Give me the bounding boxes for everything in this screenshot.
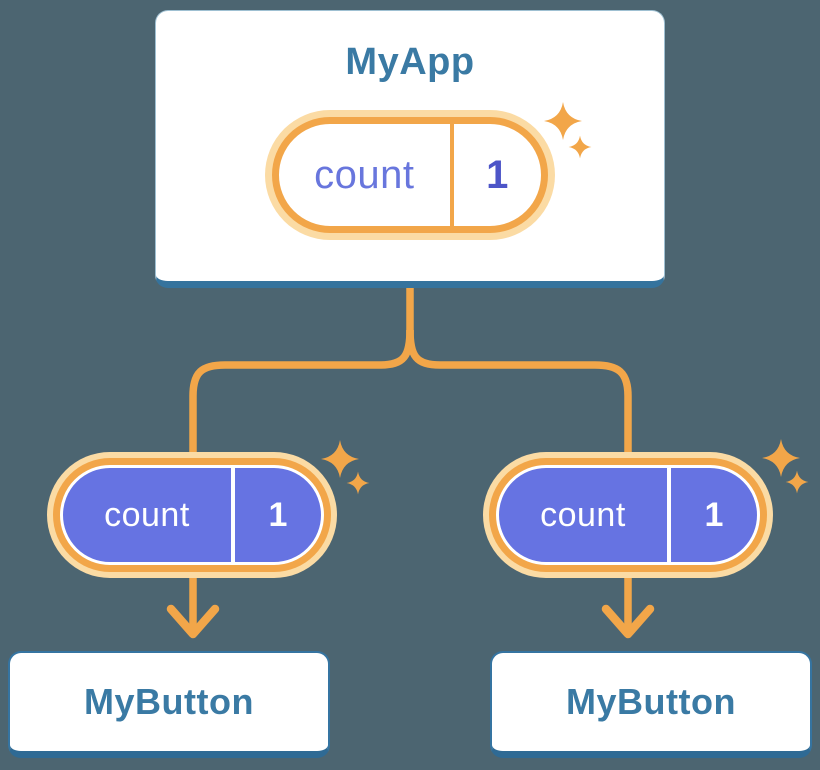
prop-pill-left: count 1 <box>60 465 324 565</box>
arrow-down-icon <box>166 604 220 639</box>
state-pill: count 1 <box>272 117 548 233</box>
state-pill-value: 1 <box>486 152 509 197</box>
state-pill-label-cell: count <box>279 124 450 226</box>
prop-pill-value: 1 <box>268 495 288 534</box>
prop-pill-label: count <box>104 495 190 534</box>
child-component-title: MyButton <box>566 681 736 722</box>
prop-pill-label: count <box>540 495 626 534</box>
sparkle-icon <box>321 440 370 495</box>
connector-branch-left <box>189 329 414 455</box>
child-component-card-left: MyButton <box>8 651 330 758</box>
root-component-title: MyApp <box>345 41 475 83</box>
prop-pill-value-cell: 1 <box>230 468 321 562</box>
child-component-card-right: MyButton <box>490 651 812 758</box>
prop-pill-value-cell: 1 <box>666 468 757 562</box>
state-pill-value-cell: 1 <box>449 124 541 226</box>
prop-pill-label-cell: count <box>499 468 667 562</box>
state-pill-label: count <box>314 152 415 197</box>
connector-branch-right <box>406 329 632 455</box>
child-component-title: MyButton <box>84 681 254 722</box>
sparkle-icon <box>762 439 809 494</box>
prop-pill-right: count 1 <box>496 465 760 565</box>
arrow-down-icon <box>601 604 655 639</box>
prop-pill-label-cell: count <box>63 468 231 562</box>
prop-pill-value: 1 <box>704 495 724 534</box>
